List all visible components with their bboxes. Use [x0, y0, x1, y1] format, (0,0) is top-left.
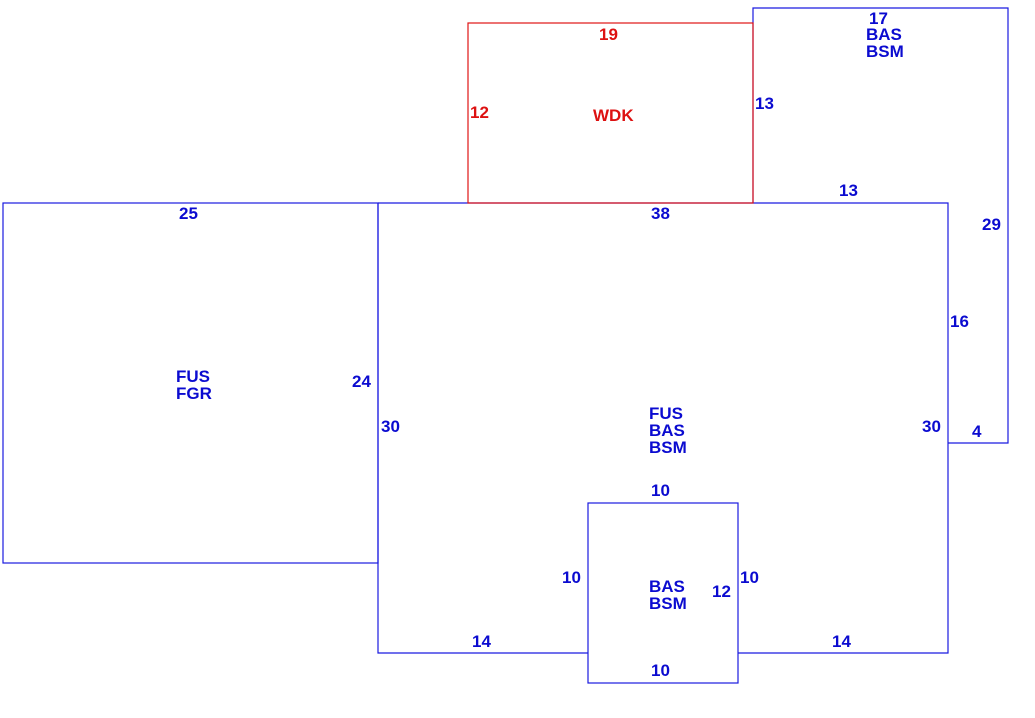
- dim-main-right-upper: 16: [950, 312, 969, 331]
- upper-right-code-1: BAS: [866, 25, 902, 44]
- main-outline-left: [377, 203, 588, 654]
- dim-deck-right: 13: [755, 94, 774, 113]
- bump-out-code-2: BSM: [649, 594, 687, 613]
- bump-out-code-1: BAS: [649, 577, 685, 596]
- dim-bump-top: 10: [651, 481, 670, 500]
- dim-bump-inner: 12: [712, 582, 731, 601]
- dim-deck-left: 12: [470, 103, 489, 122]
- dim-upper-right-foot: 4: [972, 422, 982, 441]
- main-code-1: FUS: [649, 404, 683, 423]
- dim-main-right: 30: [922, 417, 941, 436]
- dim-main-left: 30: [381, 417, 400, 436]
- bump-out-outline: [587, 502, 739, 684]
- dim-main-bottom-left: 14: [472, 632, 491, 651]
- upper-right-outline: [752, 7, 1009, 444]
- dim-main-top: 38: [651, 204, 670, 223]
- dim-upper-right-top: 17: [869, 9, 888, 28]
- dim-bump-left: 10: [562, 568, 581, 587]
- dim-bump-bottom: 10: [651, 661, 670, 680]
- deck-outline: [467, 22, 754, 204]
- main-code-2: BAS: [649, 421, 685, 440]
- upper-right-code-2: BSM: [866, 42, 904, 61]
- dim-upper-right-bottom: 13: [839, 181, 858, 200]
- dim-bump-right: 10: [740, 568, 759, 587]
- garage-code-1: FUS: [176, 367, 210, 386]
- dim-deck-top: 19: [599, 25, 618, 44]
- deck-code: WDK: [593, 106, 634, 125]
- main-code-3: BSM: [649, 438, 687, 457]
- dim-upper-right-right: 29: [982, 215, 1001, 234]
- dim-main-bottom-right: 14: [832, 632, 851, 651]
- garage-code-2: FGR: [176, 384, 212, 403]
- dim-garage-right: 24: [352, 372, 371, 391]
- dim-garage-top: 25: [179, 204, 198, 223]
